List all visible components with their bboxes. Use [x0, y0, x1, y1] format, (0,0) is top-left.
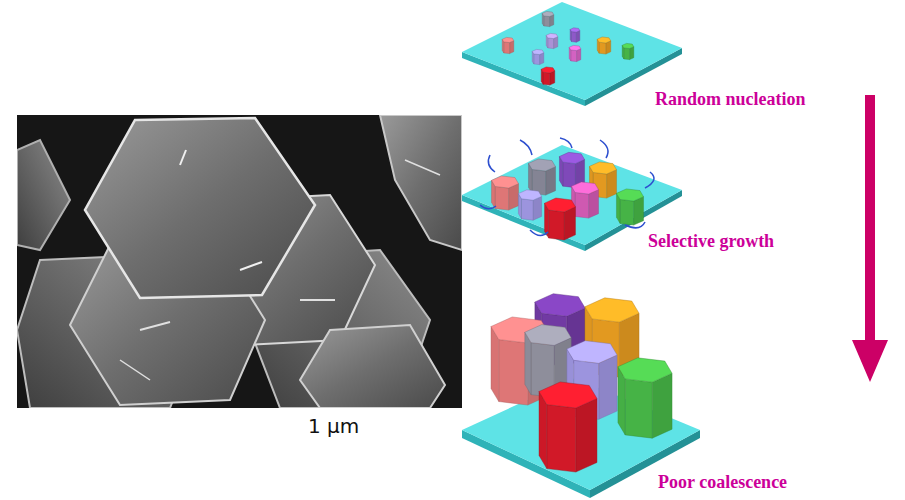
prism-side — [499, 340, 528, 405]
prism-side — [620, 199, 634, 225]
crystal-prism — [542, 11, 554, 26]
prism-side — [534, 54, 540, 65]
diffusion-arrow — [560, 138, 572, 148]
prism-top — [585, 298, 639, 322]
prism-side — [563, 162, 576, 188]
prism-top — [542, 11, 554, 16]
prism-side — [549, 210, 564, 240]
plate-edge — [462, 195, 585, 251]
crystal-prism — [502, 37, 514, 53]
diffusion-arrow — [645, 172, 654, 188]
crystal-prism — [618, 358, 672, 438]
prism-side — [571, 50, 577, 62]
crystal-prism — [532, 49, 544, 64]
prism-side — [599, 42, 606, 54]
crystal-prism — [528, 159, 555, 195]
crystal-prism — [622, 43, 634, 59]
substrate-plate — [462, 2, 682, 106]
prism-top — [502, 37, 514, 42]
crystal-prism — [616, 189, 643, 225]
crystal-prism — [518, 190, 541, 220]
diffusion-arrow — [530, 230, 548, 236]
stage-label: Poor coalescence — [658, 472, 787, 493]
prism-top — [589, 162, 616, 174]
prism-side — [634, 197, 644, 225]
prism-side — [539, 392, 547, 469]
crystal-prism — [545, 198, 576, 240]
prism-top — [525, 325, 571, 346]
prism-top — [518, 190, 541, 200]
prism-side — [576, 31, 580, 43]
diffusion-arrow — [600, 140, 608, 158]
crystal-prism — [491, 176, 518, 210]
prism-side — [546, 167, 556, 195]
stage-label: Selective growth — [648, 231, 774, 252]
prism-top — [532, 49, 544, 54]
prism-side — [589, 190, 599, 218]
prism-side — [543, 72, 550, 85]
prism-side — [525, 332, 531, 394]
prism-top — [539, 382, 597, 408]
crystal-prism — [569, 45, 581, 61]
prism-side — [624, 48, 630, 60]
sem-micrograph — [17, 115, 462, 408]
prism-top — [546, 33, 558, 38]
adatom-arrows — [480, 138, 654, 236]
prism-side — [607, 170, 617, 198]
prism-side — [548, 38, 554, 49]
prism-side — [564, 207, 575, 240]
prism-side — [547, 405, 576, 472]
prism-side — [533, 196, 541, 220]
crystal-prism — [597, 37, 611, 54]
prism-top — [622, 43, 634, 48]
prism-side — [571, 32, 576, 43]
prism-top — [541, 67, 555, 73]
prism-side — [652, 373, 672, 438]
plate-top — [462, 145, 682, 245]
prism-top — [545, 198, 576, 212]
sequence-arrow — [852, 95, 888, 382]
crystal-prism — [541, 67, 555, 85]
prism-side — [599, 355, 617, 419]
crystal-prism — [570, 28, 580, 42]
crystal-prism — [539, 382, 597, 472]
prism-top — [569, 45, 581, 50]
stage-label: Random nucleation — [655, 89, 806, 110]
prism-side — [522, 199, 534, 220]
prism-side — [630, 47, 634, 60]
prism-top — [528, 159, 555, 171]
diffusion-arrow — [480, 205, 496, 209]
diffusion-arrow — [488, 155, 495, 172]
prism-top — [570, 28, 580, 32]
plate-top — [462, 2, 682, 100]
prism-side — [544, 16, 550, 27]
prism-top — [535, 294, 585, 317]
scale-bar-label: 1 μm — [308, 414, 359, 438]
prism-side — [510, 41, 514, 54]
prism-top — [559, 152, 584, 163]
diffusion-arrow — [520, 140, 532, 155]
prism-side — [504, 42, 510, 54]
prism-top — [567, 341, 617, 364]
prism-side — [495, 186, 509, 210]
prism-side — [576, 398, 597, 472]
prism-top — [616, 189, 643, 201]
diffusion-arrow — [625, 222, 645, 228]
prism-side — [577, 49, 581, 62]
prism-top — [491, 176, 518, 188]
prism-top — [597, 37, 611, 43]
crystal-prism — [546, 33, 558, 48]
prism-top — [571, 182, 598, 194]
prism-side — [625, 379, 652, 438]
prism-side — [575, 192, 589, 218]
prism-side — [550, 71, 555, 85]
prism-top — [618, 358, 672, 382]
